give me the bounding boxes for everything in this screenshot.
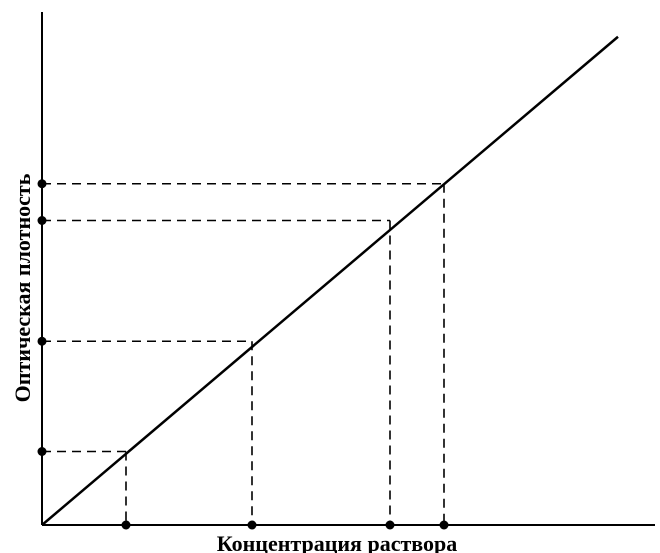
x-axis-marker-2 bbox=[247, 520, 257, 530]
x-axis-marker-4 bbox=[439, 520, 449, 530]
axes bbox=[41, 12, 655, 526]
guide-lines bbox=[42, 182, 445, 525]
y-axis-label: Оптическая плотность bbox=[10, 173, 35, 402]
series bbox=[41, 35, 619, 526]
x-axis-marker-3 bbox=[385, 520, 395, 530]
y-axis-marker-4 bbox=[37, 179, 47, 189]
x-axis-label: Концентрация раствора bbox=[217, 531, 458, 553]
markers bbox=[37, 179, 449, 530]
y-axis-marker-3 bbox=[37, 216, 47, 225]
x-axis-marker-1 bbox=[121, 520, 131, 530]
y-axis-marker-1 bbox=[37, 447, 47, 456]
y-axis-marker-2 bbox=[37, 336, 47, 346]
series-line-1 bbox=[41, 35, 619, 526]
